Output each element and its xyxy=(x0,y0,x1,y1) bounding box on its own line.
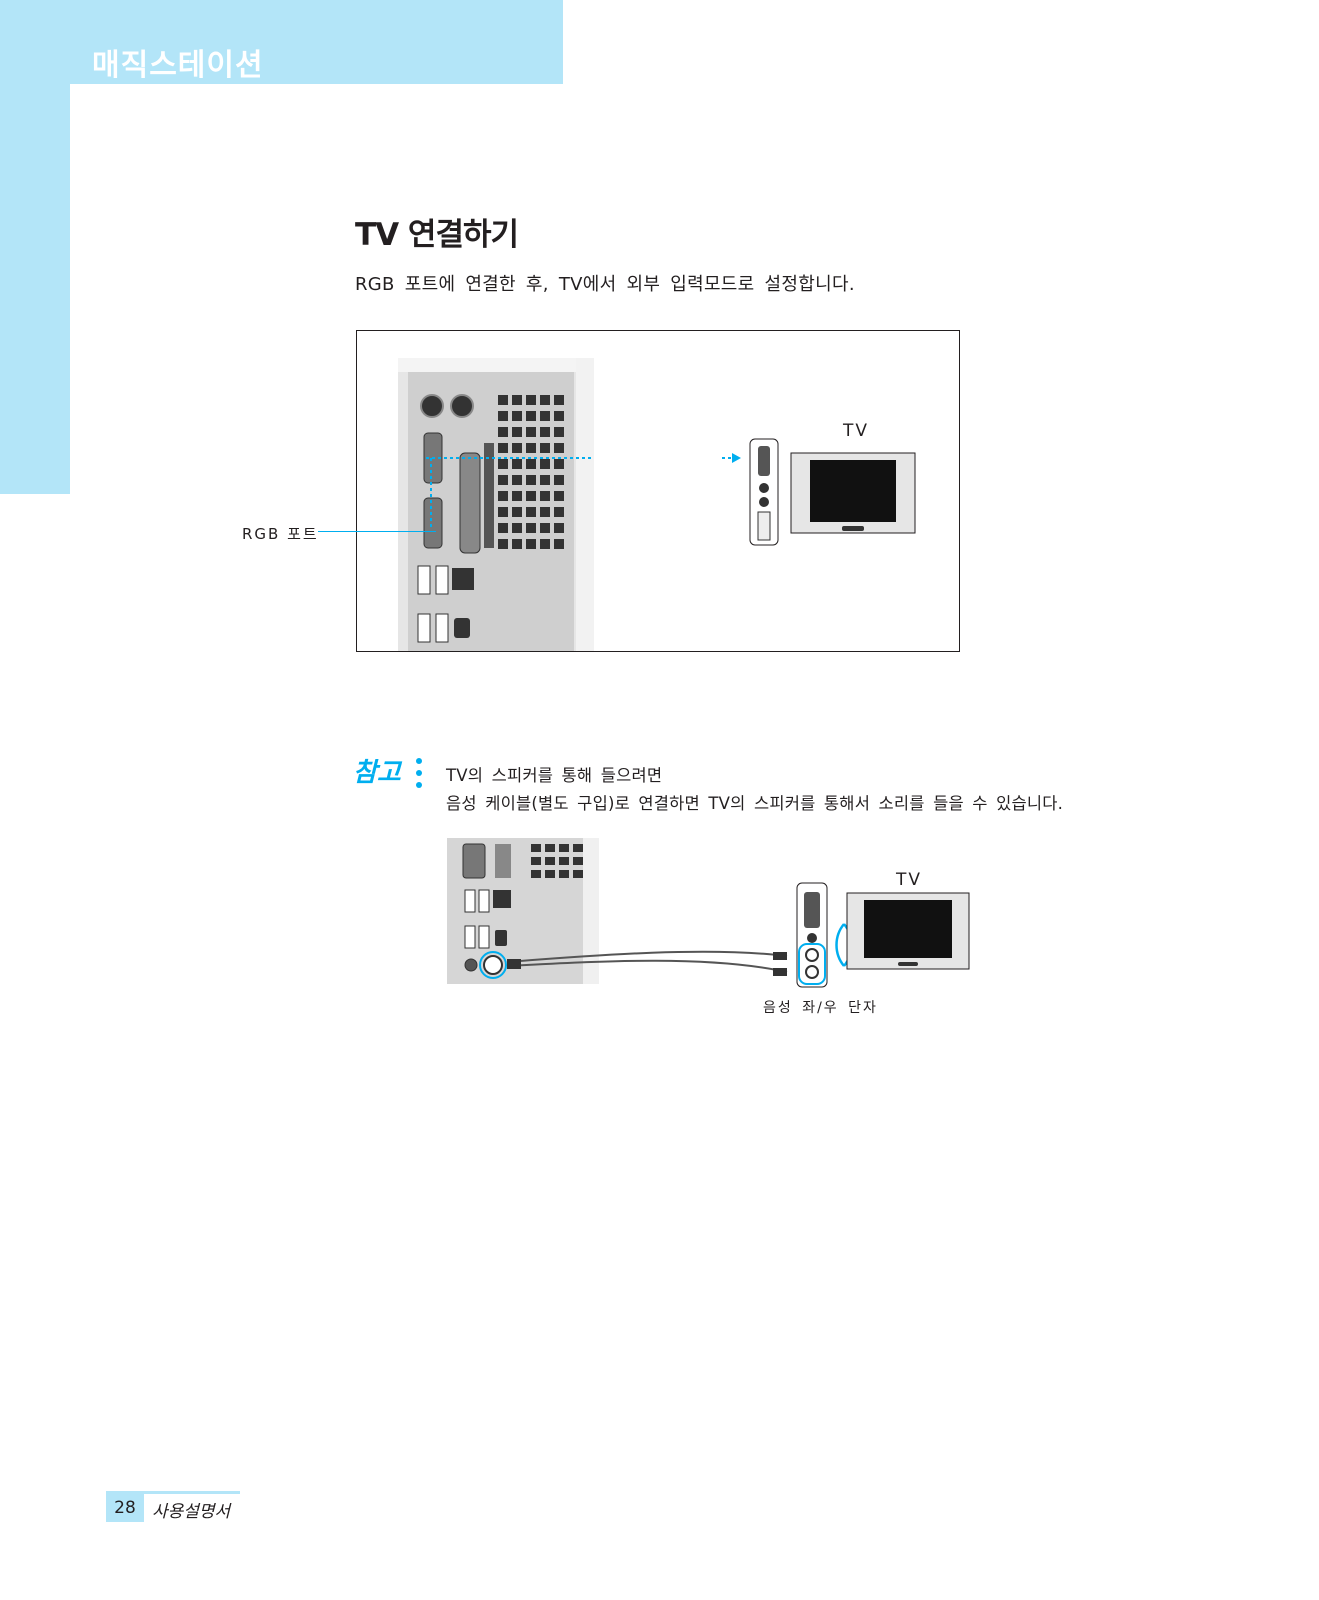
rgb-port-label: RGB 포트 xyxy=(242,523,319,544)
side-band xyxy=(0,84,70,494)
tv-label: TV xyxy=(843,421,869,441)
tv2-illustration xyxy=(846,892,970,972)
note-dots-icon xyxy=(416,758,422,788)
note-line-2: 음성 케이블(별도 구입)로 연결하면 TV의 스피커를 통해서 소리를 들을 … xyxy=(446,790,1063,814)
pc-rear-panel-illustration xyxy=(398,358,594,651)
tv-audio-panel-illustration xyxy=(796,882,828,988)
arrow-icon xyxy=(722,452,742,464)
tv2-label: TV xyxy=(896,870,922,890)
page-number: 28 xyxy=(106,1494,144,1522)
note-line-1: TV의 스피커를 통해 들으려면 xyxy=(446,762,662,786)
footer-title: 사용설명서 xyxy=(152,1497,230,1522)
rgb-pointer-line xyxy=(318,531,436,532)
audio-terminal-label: 음성 좌/우 단자 xyxy=(763,997,878,1017)
tv-illustration xyxy=(790,452,916,536)
section-title: TV 연결하기 xyxy=(355,209,518,254)
intro-text: RGB 포트에 연결한 후, TV에서 외부 입력모드로 설정합니다. xyxy=(355,270,855,296)
header-band xyxy=(0,0,563,84)
note-label: 참고 xyxy=(353,752,401,789)
tv-connector-panel-illustration xyxy=(749,438,779,546)
brand-title: 매직스테이션 xyxy=(92,40,264,84)
audio-cable-illustration xyxy=(505,946,805,986)
